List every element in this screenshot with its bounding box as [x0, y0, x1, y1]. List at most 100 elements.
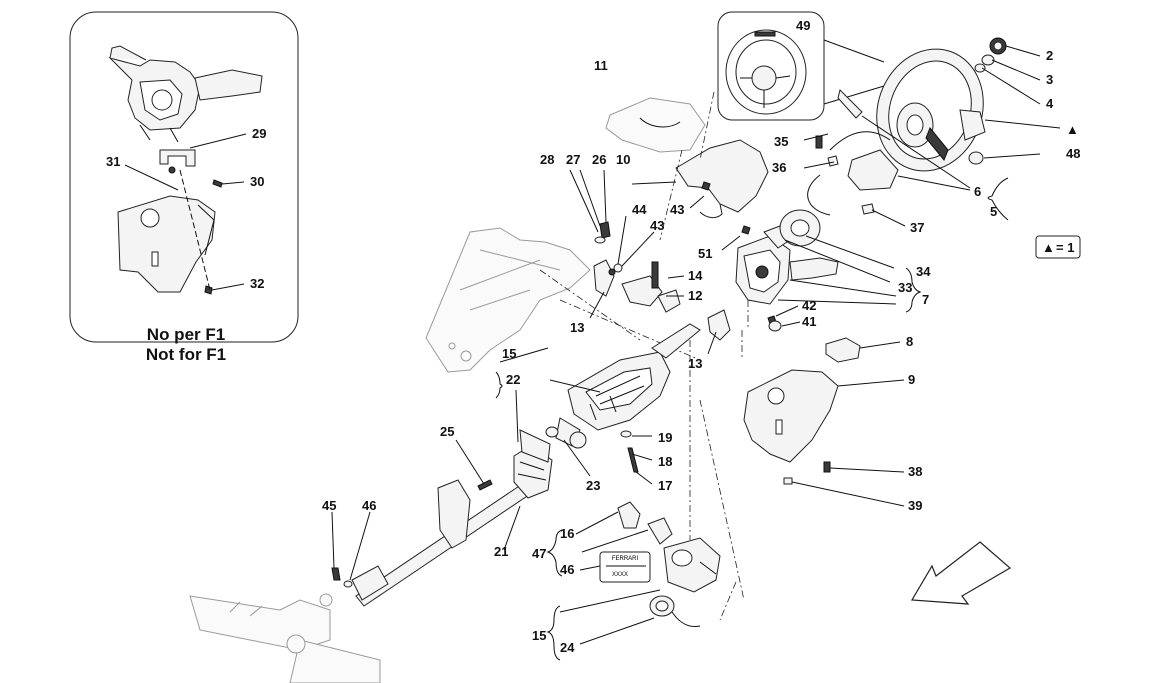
fasteners-41-42: 42 41 — [767, 298, 816, 332]
barrel-16 — [647, 517, 673, 545]
steering-column-body: 19 18 17 15 — [495, 323, 701, 493]
callout-9: 9 — [908, 372, 915, 387]
callout-27: 27 — [566, 152, 580, 167]
legend-box — [1035, 235, 1081, 259]
callout-46: 46 — [362, 498, 376, 513]
part-36 — [827, 155, 839, 167]
screw-35 — [815, 135, 823, 149]
callout-41: 41 — [802, 314, 816, 329]
callout-49: 48 — [1066, 146, 1080, 161]
lower-shroud: 9 38 39 — [743, 369, 922, 513]
lock-housing — [663, 537, 721, 593]
key-16 — [617, 501, 641, 529]
universal-joint-lower — [351, 565, 389, 601]
callout-5: 5 — [990, 204, 997, 219]
intermediate-shaft: 22 25 23 21 45 46 — [322, 372, 600, 607]
callout-19: 18 — [658, 454, 672, 469]
callout-13a: 13 — [570, 320, 584, 335]
callout-24: 24 — [560, 640, 575, 655]
callout-45: 45 — [322, 498, 336, 513]
dashboard-support-frame — [425, 227, 591, 373]
legend-text: = 1 — [1056, 240, 1074, 255]
callout-39: 39 — [908, 498, 922, 513]
inset-panel-not-for-f1: 29 31 30 32 No per F1 Not for F1 — [69, 11, 299, 364]
callout-51: 51 — [698, 246, 712, 261]
callout-14: 14 — [688, 268, 703, 283]
callout-2: 2 — [1046, 48, 1053, 63]
callout-28: 28 — [540, 152, 554, 167]
inset-screw-30 — [212, 179, 223, 188]
washer-27 — [594, 236, 606, 244]
callout-6: 6 — [974, 184, 981, 199]
inset-screw-32 — [204, 285, 213, 295]
steering-wheel-inset: 49 — [717, 11, 885, 121]
callout-15: 15 — [532, 628, 546, 643]
callout-34: 34 — [916, 264, 931, 279]
shroud-10 — [675, 139, 769, 213]
callout-38: 38 — [908, 464, 922, 479]
nut-39 — [783, 477, 793, 485]
ignition-lock-assembly: FERRARI XXXX 16 47 46 15 24 — [532, 340, 745, 661]
switch-8: 8 — [825, 334, 913, 363]
nut-44 — [608, 268, 616, 276]
steering-rack — [189, 593, 381, 683]
screw-38 — [823, 461, 831, 473]
nut-46 — [343, 580, 353, 588]
callout-29: 29 — [252, 126, 266, 141]
callout-50: 49 — [796, 18, 810, 33]
callout-21: 21 — [494, 544, 508, 559]
callout-26: 26 — [592, 152, 606, 167]
callout-20: 19 — [658, 430, 672, 445]
key-tag-code: XXXX — [612, 572, 628, 578]
callout-17: 15 — [502, 346, 516, 361]
inset-nut — [168, 166, 176, 174]
clock-spring-wiring — [807, 131, 899, 216]
callout-47: 46 — [560, 562, 574, 577]
column-shaft-upper — [651, 323, 701, 359]
callout-18: 17 — [658, 478, 672, 493]
inset-bracket — [159, 149, 196, 167]
inset-note-line1: No per F1 — [147, 325, 225, 344]
callout-22: 22 — [506, 372, 520, 387]
inset-stalk-switch — [108, 45, 263, 143]
horn-parts — [974, 37, 1007, 73]
ring-23 — [545, 426, 559, 438]
callout-37: 37 — [910, 220, 924, 235]
bolt-18 — [627, 447, 639, 473]
callout-23: 23 — [586, 478, 600, 493]
callout-35: 35 — [774, 134, 788, 149]
legend: ▲ = 1 — [1035, 235, 1081, 259]
callout-32: 32 — [250, 276, 264, 291]
screw-51 — [741, 225, 751, 235]
key-tag-brand: FERRARI — [612, 556, 639, 562]
callout-7: 7 — [922, 292, 929, 307]
bracket-13a — [593, 259, 615, 297]
stalk-switch-assembly: 51 33 34 7 — [698, 209, 931, 360]
callout-4: 4 — [1046, 96, 1054, 111]
brackets-fasteners: 28 27 26 10 11 43 44 43 14 12 13 13 — [539, 58, 731, 371]
callout-10: 10 — [616, 152, 630, 167]
callout-42: 42 — [802, 298, 816, 313]
screw-40 — [701, 181, 711, 191]
callout-31: 31 — [106, 154, 120, 169]
callout-13b: 13 — [688, 356, 702, 371]
bracket-25 — [437, 479, 471, 549]
callout-30: 30 — [250, 174, 264, 189]
bolt-26 — [599, 221, 611, 239]
right-callouts: 2 3 4 ▲ 48 6 5 37 35 36 — [772, 45, 1080, 235]
callout-36: 36 — [772, 160, 786, 175]
callout-44: 44 — [632, 202, 647, 217]
cover-11 — [605, 97, 706, 153]
universal-joint-upper — [569, 431, 587, 449]
legend-symbol: ▲ — [1042, 240, 1055, 255]
callout-12: 12 — [688, 288, 702, 303]
callout-25: 25 — [440, 424, 454, 439]
upper-shroud — [605, 91, 769, 241]
callout-8: 8 — [906, 334, 913, 349]
plate-22 — [519, 429, 551, 463]
callout-11: 11 — [594, 58, 608, 73]
bracket-13b — [707, 309, 731, 341]
inset-note-line2: Not for F1 — [146, 345, 226, 364]
key-tag-47 — [599, 551, 651, 583]
